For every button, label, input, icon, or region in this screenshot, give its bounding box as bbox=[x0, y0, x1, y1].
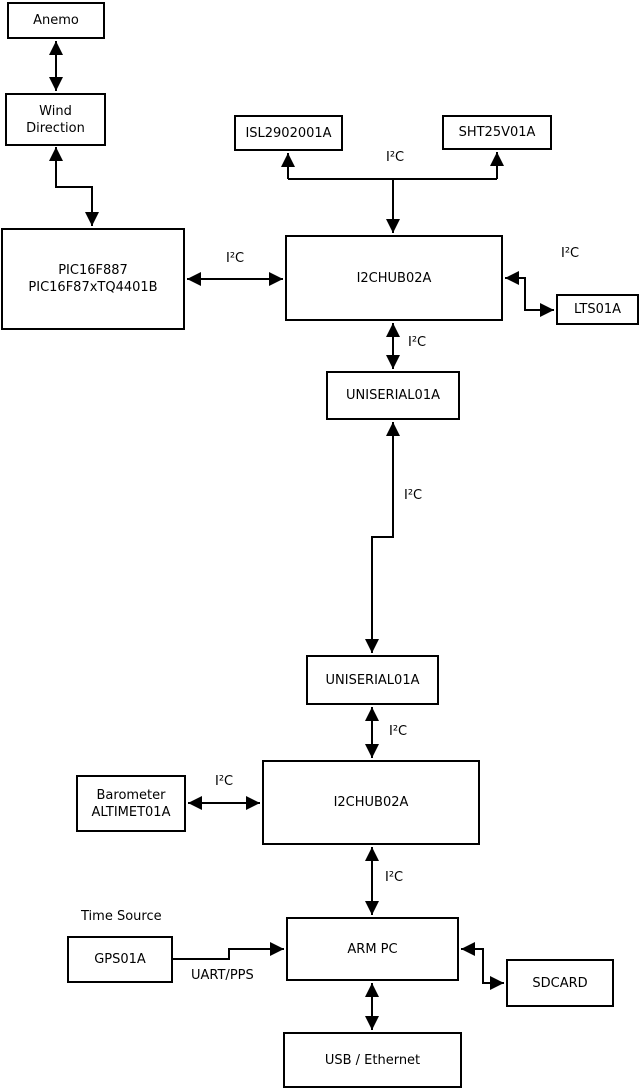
connector-gps-armpc bbox=[173, 942, 284, 960]
node-anemo-label: Anemo bbox=[33, 13, 79, 28]
node-gps-label: GPS01A bbox=[94, 952, 146, 967]
edge-label-i2c-uniserial2-hub2: I²C bbox=[389, 724, 408, 739]
edge-label-time-source: Time Source bbox=[81, 909, 162, 924]
node-i2c-hub-2-label: I2CHUB02A bbox=[333, 795, 409, 810]
node-sdcard-label: SDCARD bbox=[532, 975, 588, 991]
node-pic-line1: PIC16F887 bbox=[58, 263, 128, 278]
node-lts: LTS01A bbox=[556, 294, 639, 325]
node-pic: PIC16F887 PIC16F87xTQ4401B bbox=[1, 228, 185, 330]
node-i2c-hub-1-label: I2CHUB02A bbox=[356, 270, 432, 286]
node-uniserial-2-label: UNISERIAL01A bbox=[325, 672, 420, 688]
node-sdcard: SDCARD bbox=[506, 959, 614, 1007]
connector-hub1-lts bbox=[505, 271, 554, 317]
node-wind-direction-line1: Wind bbox=[39, 103, 72, 119]
node-pic-line2: PIC16F87xTQ4401B bbox=[28, 280, 158, 295]
node-uniserial-1: UNISERIAL01A bbox=[326, 371, 460, 420]
node-i2c-hub-2: I2CHUB02A bbox=[262, 760, 480, 845]
node-wind-direction-line2: Direction bbox=[26, 120, 85, 136]
node-arm-pc: ARM PC bbox=[286, 917, 459, 981]
node-sht: SHT25V01A bbox=[442, 115, 552, 150]
node-uniserial-2: UNISERIAL01A bbox=[306, 655, 439, 705]
node-lts-label: LTS01A bbox=[573, 302, 622, 317]
edge-label-i2c-hub1-uniserial1: I²C bbox=[408, 335, 427, 350]
connector-winddirection-pic bbox=[49, 147, 99, 226]
node-isl-label: ISL2902001A bbox=[245, 125, 332, 141]
node-anemo: Anemo bbox=[7, 2, 105, 39]
edge-label-i2c-pic-hub1: I²C bbox=[226, 251, 245, 266]
node-wind-direction: Wind Direction bbox=[5, 93, 106, 146]
node-barometer: Barometer ALTIMET01A bbox=[76, 775, 186, 832]
node-isl: ISL2902001A bbox=[234, 115, 343, 151]
node-sht-label: SHT25V01A bbox=[458, 125, 536, 140]
edge-label-i2c-bus-top: I²C bbox=[386, 150, 405, 165]
edge-label-i2c-barometer-hub2: I²C bbox=[215, 774, 234, 789]
node-usb-ethernet: USB / Ethernet bbox=[283, 1032, 462, 1088]
edge-label-uart-pps: UART/PPS bbox=[191, 968, 254, 983]
node-barometer-line2: ALTIMET01A bbox=[91, 804, 171, 820]
node-i2c-hub-1: I2CHUB02A bbox=[285, 235, 503, 321]
node-barometer-line1: Barometer bbox=[96, 787, 166, 803]
node-arm-pc-label: ARM PC bbox=[347, 941, 398, 957]
node-gps: GPS01A bbox=[67, 936, 173, 983]
connector-armpc-sdcard bbox=[461, 942, 504, 990]
node-uniserial-1-label: UNISERIAL01A bbox=[346, 388, 440, 403]
edge-label-i2c-hub1-lts: I²C bbox=[561, 246, 580, 261]
edge-label-i2c-uniserial1-uniserial2: I²C bbox=[404, 488, 423, 503]
node-usb-ethernet-label: USB / Ethernet bbox=[324, 1052, 421, 1068]
edge-label-i2c-hub2-armpc: I²C bbox=[385, 870, 404, 885]
connector-uniserial1-uniserial2 bbox=[365, 422, 400, 653]
